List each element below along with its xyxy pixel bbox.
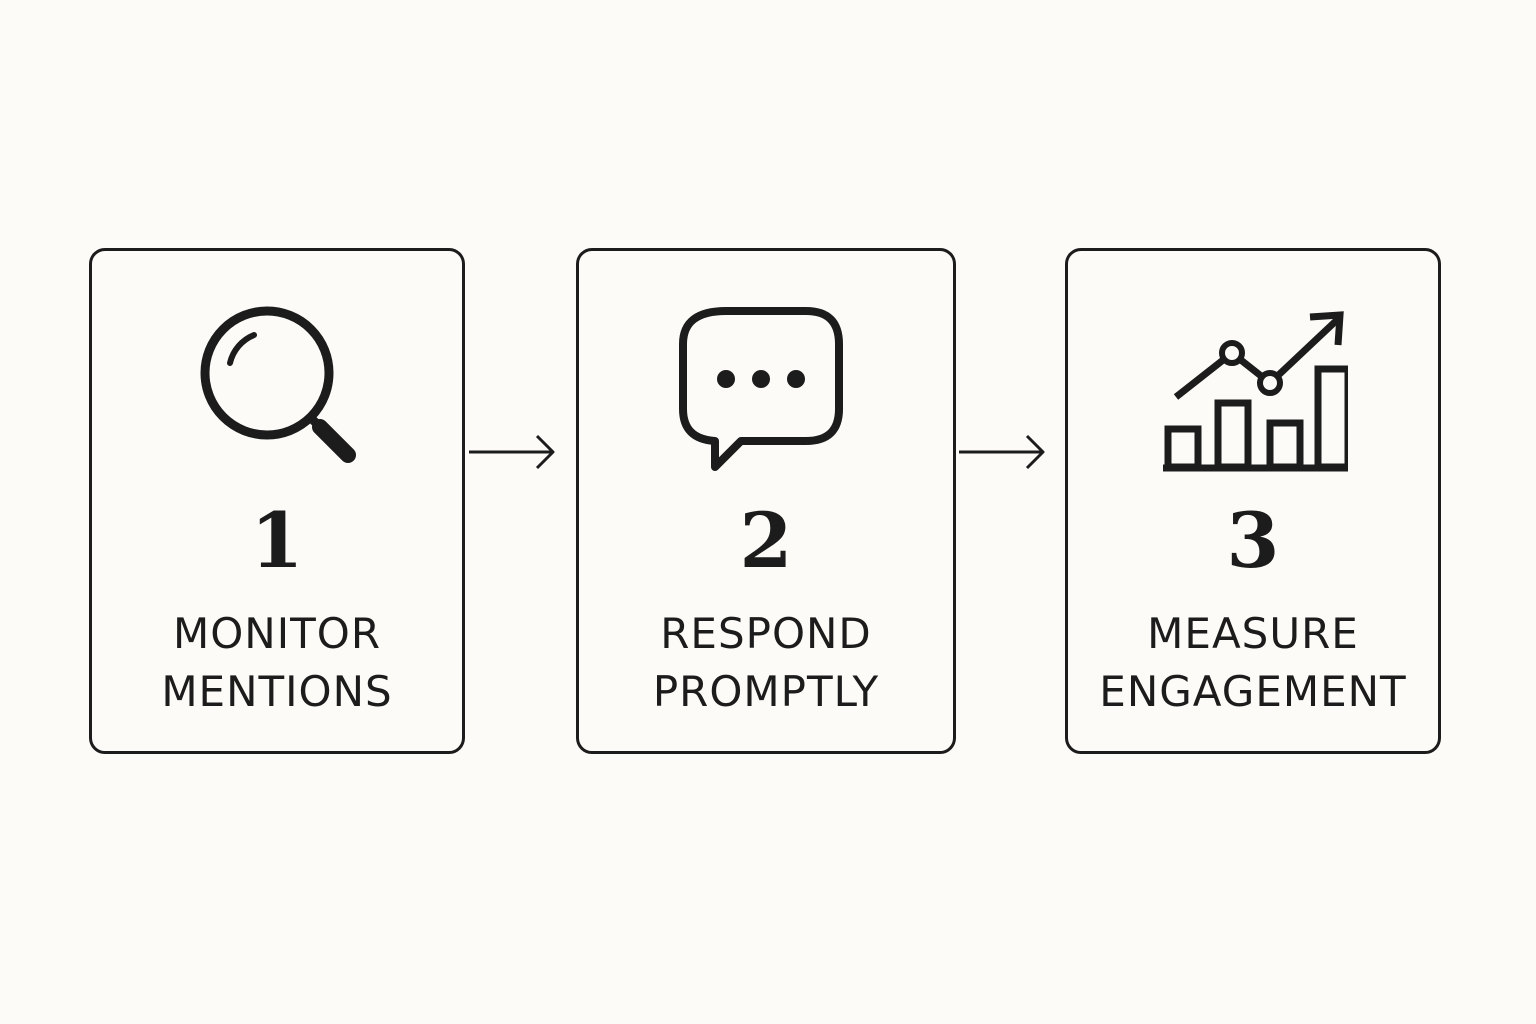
- speech-bubble-icon: [579, 291, 953, 481]
- step-label: RESPOND PROMPTLY: [579, 605, 953, 721]
- step-label: MEASURE ENGAGEMENT: [1068, 605, 1438, 721]
- step-label-line: MENTIONS: [161, 667, 393, 716]
- bar-chart-trend-icon: [1068, 291, 1438, 481]
- magnifying-glass-icon: [92, 291, 462, 481]
- step-label-line: RESPOND: [660, 609, 872, 658]
- step-label: MONITOR MENTIONS: [92, 605, 462, 721]
- step-number: 1: [250, 496, 304, 585]
- step-number: 2: [739, 496, 793, 585]
- step-label-line: MEASURE: [1147, 609, 1359, 658]
- arrow-right-icon: [467, 432, 557, 472]
- step-card-measure: 3 MEASURE ENGAGEMENT: [1065, 248, 1441, 754]
- step-label-line: MONITOR: [173, 609, 381, 658]
- arrow-right-icon: [957, 432, 1047, 472]
- step-number: 3: [1226, 496, 1280, 585]
- step-card-monitor: 1 MONITOR MENTIONS: [89, 248, 465, 754]
- step-label-line: PROMPTLY: [652, 667, 880, 716]
- step-label-line: ENGAGEMENT: [1099, 667, 1407, 716]
- step-card-respond: 2 RESPOND PROMPTLY: [576, 248, 956, 754]
